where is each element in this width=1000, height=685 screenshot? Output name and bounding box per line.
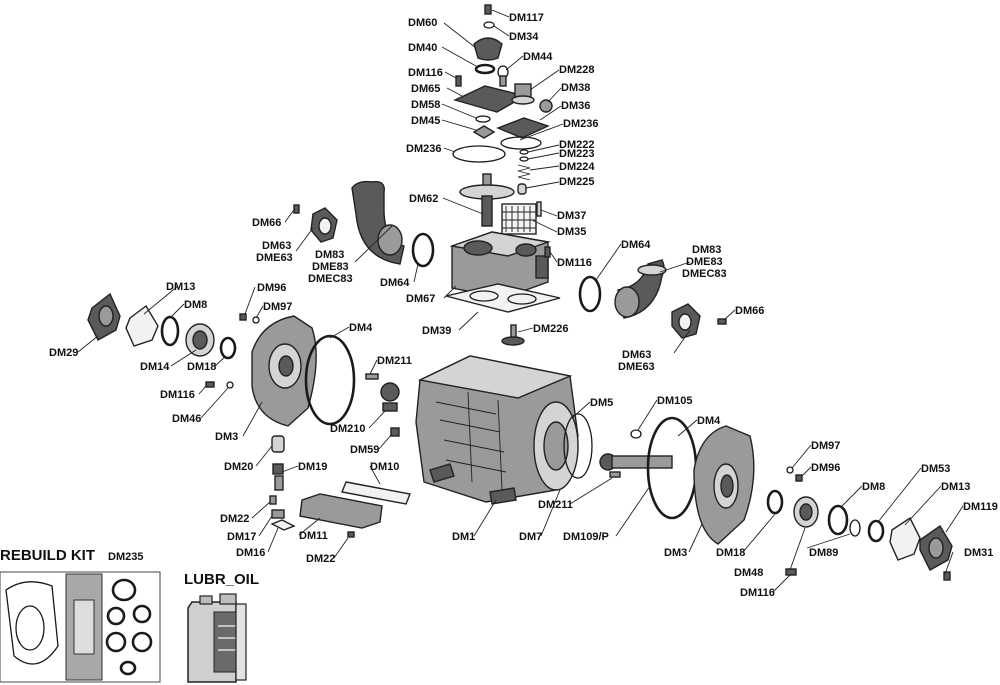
rotor-and-right-cover — [599, 416, 953, 581]
label-dm11: DM11 — [299, 530, 328, 542]
pump-body — [365, 355, 593, 505]
label-dm66: DM66 — [735, 305, 764, 317]
label-dm97: DM97 — [811, 440, 840, 452]
label-dm58: DM58 — [411, 99, 440, 111]
label-dm96: DM96 — [257, 282, 286, 294]
label-dm235: DM235 — [108, 551, 143, 563]
label-dm65: DM65 — [411, 83, 440, 95]
label-dm223: DM223 — [559, 148, 594, 160]
label-dmec83: DMEC83 — [308, 273, 353, 285]
manifold-housing — [445, 173, 561, 346]
label-dm226: DM226 — [533, 323, 568, 335]
label-dm60: DM60 — [408, 17, 437, 29]
label-dm17: DM17 — [227, 531, 256, 543]
label-dm19: DM19 — [298, 461, 327, 473]
lubr-oil-title: LUBR_OIL — [184, 571, 259, 588]
label-dm116: DM116 — [740, 587, 775, 599]
label-dm117: DM117 — [509, 12, 544, 24]
label-dme83: DME83 — [686, 256, 723, 268]
label-dm211: DM211 — [377, 355, 412, 367]
label-dm3: DM3 — [664, 547, 687, 559]
label-dm116: DM116 — [557, 257, 592, 269]
label-dm109p: DM109/P — [563, 531, 609, 543]
label-dm225: DM225 — [559, 176, 594, 188]
rebuild-kit-illustration — [0, 571, 161, 683]
label-dm63: DM63 — [262, 240, 291, 252]
label-dm105: DM105 — [657, 395, 692, 407]
label-dm66: DM66 — [252, 217, 281, 229]
label-dm39: DM39 — [422, 325, 451, 337]
label-dm59: DM59 — [350, 444, 379, 456]
label-dm211: DM211 — [538, 499, 573, 511]
right-elbow-assembly — [578, 259, 727, 339]
label-dm96: DM96 — [811, 462, 840, 474]
label-dm236: DM236 — [406, 143, 441, 155]
label-dm45: DM45 — [411, 115, 440, 127]
label-dm63: DM63 — [622, 349, 651, 361]
label-dm46: DM46 — [172, 413, 201, 425]
label-dm48: DM48 — [734, 567, 763, 579]
label-dm44: DM44 — [523, 51, 553, 63]
label-dm222: DM222 — [559, 139, 594, 151]
label-dm13: DM13 — [166, 281, 195, 293]
label-dm83: DM83 — [692, 244, 721, 256]
label-dm7: DM7 — [519, 531, 542, 543]
label-dm8: DM8 — [862, 481, 885, 493]
label-dm64: DM64 — [380, 277, 410, 289]
label-dm1: DM1 — [452, 531, 475, 543]
label-dm3: DM3 — [215, 431, 238, 443]
label-dm22: DM22 — [306, 553, 335, 565]
label-dm119: DM119 — [963, 501, 998, 513]
label-dm16: DM16 — [236, 547, 265, 559]
oil-can-illustration — [187, 593, 247, 683]
label-dm36: DM36 — [561, 100, 590, 112]
label-dm38: DM38 — [561, 82, 590, 94]
label-dme63: DME63 — [256, 252, 293, 264]
label-dm10: DM10 — [370, 461, 399, 473]
label-dm13: DM13 — [941, 481, 970, 493]
label-dm224: DM224 — [559, 161, 595, 173]
leader-lines — [77, 9, 964, 593]
label-dm67: DM67 — [406, 293, 435, 305]
label-dm4: DM4 — [349, 322, 373, 334]
left-end-cover-group — [87, 292, 356, 427]
label-dm8: DM8 — [184, 299, 207, 311]
label-dm116: DM116 — [160, 389, 195, 401]
label-dm64: DM64 — [621, 239, 651, 251]
label-dm20: DM20 — [224, 461, 253, 473]
label-dmec83: DMEC83 — [682, 268, 727, 280]
label-dm18: DM18 — [187, 361, 216, 373]
label-dm228: DM228 — [559, 64, 594, 76]
label-dm210: DM210 — [330, 423, 365, 435]
label-dm14: DM14 — [140, 361, 170, 373]
top-valve-assembly — [452, 4, 553, 217]
label-dm4: DM4 — [697, 415, 721, 427]
label-dm116: DM116 — [408, 67, 443, 79]
rebuild-kit-title: REBUILD KIT — [0, 547, 95, 564]
label-dm62: DM62 — [409, 193, 438, 205]
label-dm83: DM83 — [315, 249, 344, 261]
label-dm34: DM34 — [509, 31, 539, 43]
label-dm89: DM89 — [809, 547, 838, 559]
label-dm31: DM31 — [964, 547, 993, 559]
oiler-parts — [269, 435, 411, 538]
label-dm18: DM18 — [716, 547, 745, 559]
label-dm236: DM236 — [563, 118, 598, 130]
label-dm40: DM40 — [408, 42, 437, 54]
label-dm22: DM22 — [220, 513, 249, 525]
label-dm37: DM37 — [557, 210, 586, 222]
label-dm29: DM29 — [49, 347, 78, 359]
part-labels: DM117 DM60 DM34 DM40 DM44 DM116 DM228 DM… — [0, 12, 998, 599]
label-dm53: DM53 — [921, 463, 950, 475]
label-dme83: DME83 — [312, 261, 349, 273]
label-dme63: DME63 — [618, 361, 655, 373]
label-dm35: DM35 — [557, 226, 586, 238]
label-dm97: DM97 — [263, 301, 292, 313]
label-dm5: DM5 — [590, 397, 613, 409]
